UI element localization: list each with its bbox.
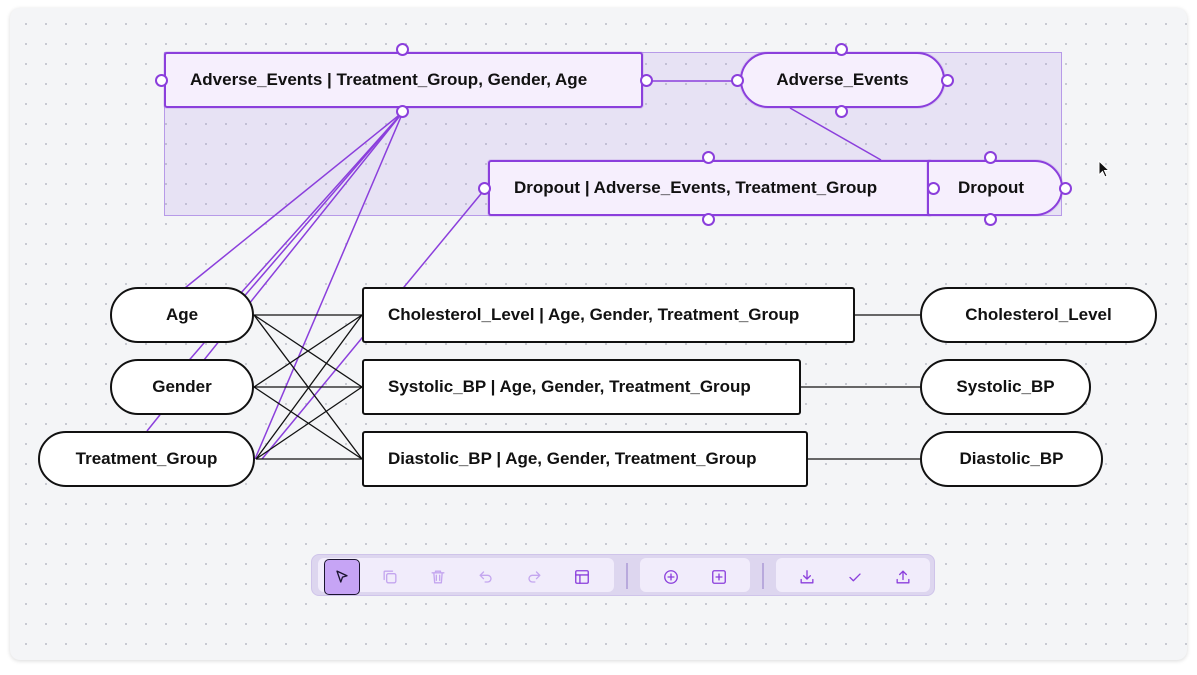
node-gender[interactable]: Gender [110,359,254,415]
node-systolic-bp[interactable]: Systolic_BP [920,359,1091,415]
copy-icon [383,570,397,584]
add-variable-button[interactable] [653,559,689,595]
node-diastolic-factor[interactable]: Diastolic_BP | Age, Gender, Treatment_Gr… [362,431,808,487]
node-label: Dropout [958,178,1025,197]
redo-button[interactable] [516,559,552,595]
node-dropout-var[interactable]: Dropout [927,160,1063,216]
check-icon [849,573,861,582]
node-diastolic-bp[interactable]: Diastolic_BP [920,431,1103,487]
edge-ae-factor-to-age [179,111,404,293]
handle-dropout-factor-left[interactable] [478,182,491,195]
download-button[interactable] [789,559,825,595]
copy-button[interactable] [372,559,408,595]
handle-dropout-top[interactable] [984,151,997,164]
node-treatment-group[interactable]: Treatment_Group [38,431,255,487]
node-cholesterol-factor[interactable]: Cholesterol_Level | Age, Gender, Treatme… [362,287,855,343]
pointer-icon [336,570,348,583]
handle-ae-right[interactable] [941,74,954,87]
handle-ae-top[interactable] [835,43,848,56]
handle-ae-factor-left[interactable] [155,74,168,87]
toolbar-group-edit [318,558,614,595]
undo-button[interactable] [468,559,504,595]
handle-dropout-factor-bottom[interactable] [702,213,715,226]
download-icon [800,570,814,584]
node-label: Systolic_BP | Age, Gender, Treatment_Gro… [388,377,751,396]
handle-dropout-right[interactable] [1059,182,1072,195]
delete-button[interactable] [420,559,456,595]
graph-canvas[interactable]: Adverse_Events | Treatment_Group, Gender… [10,8,1187,660]
node-label: Gender [152,377,212,396]
redo-icon [528,571,541,583]
toolbar-group-file [776,558,930,592]
layout-button[interactable] [564,559,600,595]
node-label: Age [165,305,199,324]
node-label: Diastolic_BP | Age, Gender, Treatment_Gr… [388,449,757,468]
handle-dropout-bottom[interactable] [984,213,997,226]
node-ae-var[interactable]: Adverse_Events [740,52,945,108]
node-label: Adverse_Events [776,70,909,89]
node-cholesterol-level[interactable]: Cholesterol_Level [920,287,1157,343]
node-label: Diastolic_BP [959,449,1064,468]
edge-ae-to-dropout-factor [789,107,882,161]
edge-gender-chol [253,314,363,388]
node-age[interactable]: Age [110,287,254,343]
node-ae-factor[interactable]: Adverse_Events | Treatment_Group, Gender… [164,52,643,108]
upload-icon [896,570,910,584]
handle-dropout-factor-top[interactable] [702,151,715,164]
node-label: Cholesterol_Level [965,305,1112,324]
node-systolic-factor[interactable]: Systolic_BP | Age, Gender, Treatment_Gro… [362,359,801,415]
node-label: Treatment_Group [75,449,218,468]
add-factor-button[interactable] [701,559,737,595]
add-square-icon [712,570,726,584]
add-circle-icon [664,570,678,584]
handle-ae-left[interactable] [731,74,744,87]
node-label: Adverse_Events | Treatment_Group, Gender… [190,70,588,89]
node-label: Cholesterol_Level | Age, Gender, Treatme… [388,305,800,324]
handle-dropout-factor-right[interactable] [927,182,940,195]
node-label: Systolic_BP [956,377,1055,396]
undo-icon [479,571,492,583]
pointer-tool-button[interactable] [324,559,360,595]
edge-treatment-chol [255,314,363,460]
handle-ae-factor-right[interactable] [640,74,653,87]
edge-treatment-sys [255,386,363,460]
edge-ae-factor-to-gender [239,111,404,295]
bottom-toolbar [311,554,935,596]
upload-button[interactable] [885,559,921,595]
edge-ae-factor-to-treatment-b [254,111,404,460]
trash-icon [431,570,445,584]
toolbar-group-add [640,558,750,592]
toolbar-separator [626,563,628,589]
handle-ae-bottom[interactable] [835,105,848,118]
validate-button[interactable] [837,559,873,595]
layout-icon [575,570,589,584]
node-label: Dropout | Adverse_Events, Treatment_Grou… [514,178,878,197]
mouse-cursor-icon [1098,160,1111,178]
handle-ae-factor-top[interactable] [396,43,409,56]
toolbar-separator [762,563,764,589]
node-dropout-factor[interactable]: Dropout | Adverse_Events, Treatment_Grou… [488,160,932,216]
handle-ae-factor-bottom[interactable] [396,105,409,118]
